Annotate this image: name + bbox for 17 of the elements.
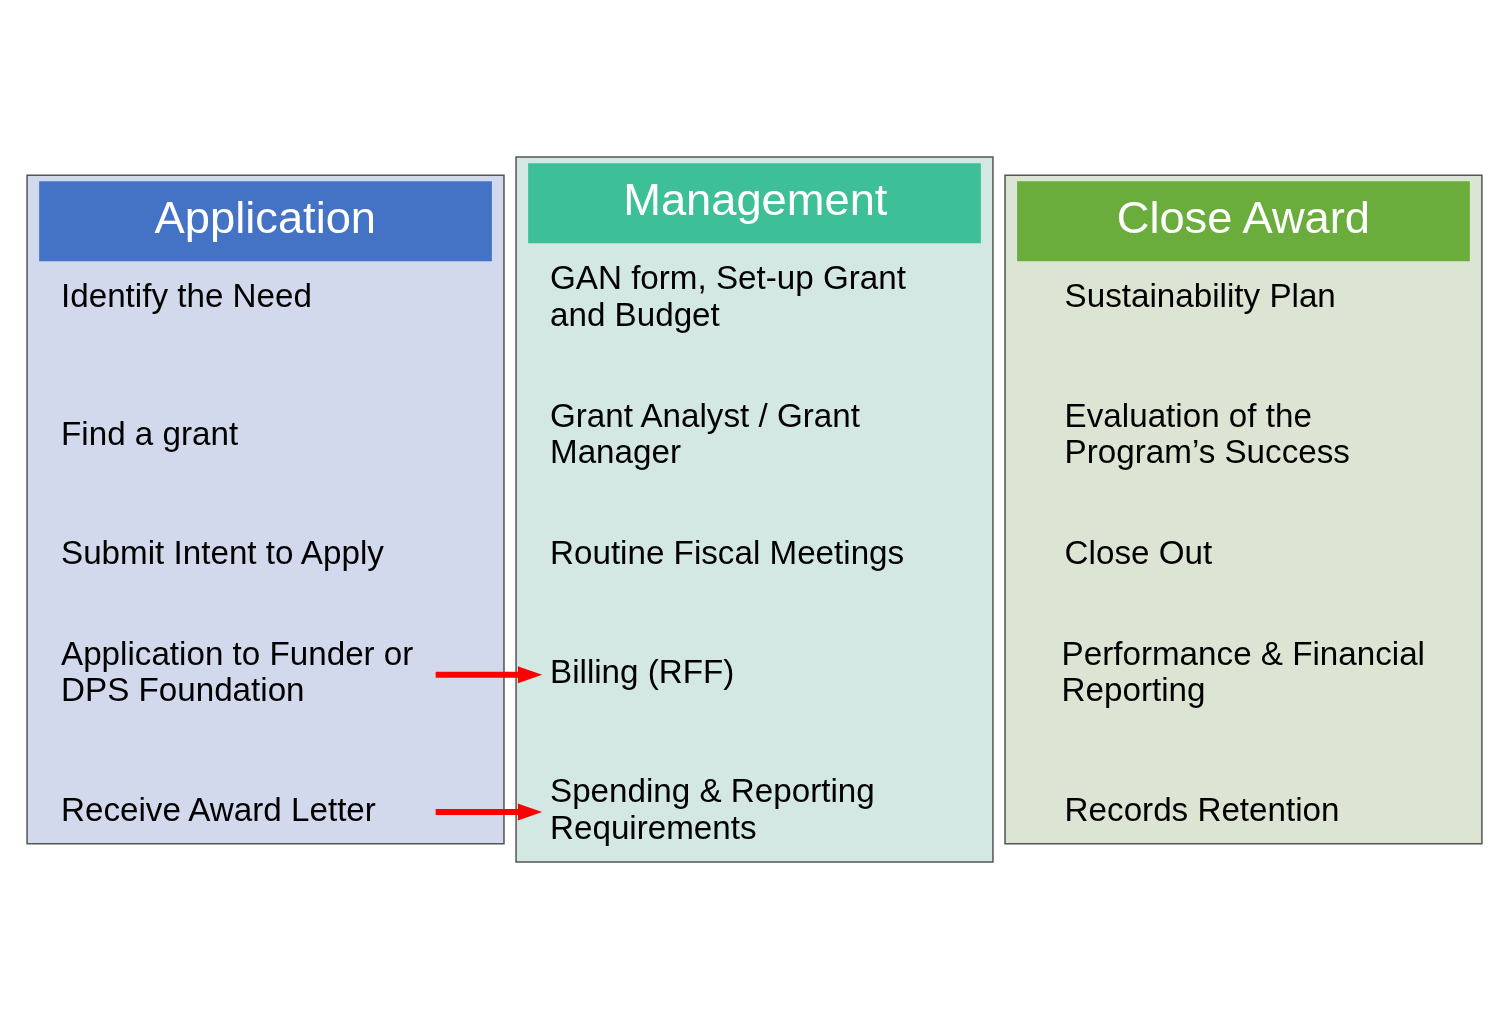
node-text: Sustainability Plan — [1064, 276, 1336, 314]
node-text: GAN form, Set-up Grant and Budget — [550, 258, 906, 333]
node-text: Spending & Reporting Requirements — [550, 771, 875, 846]
arrow — [435, 803, 543, 821]
node-text: Identify the Need — [61, 276, 312, 314]
node-text: Grant Analyst / Grant Manager — [550, 396, 860, 470]
node-text: Performance & Financial Reporting — [1061, 634, 1426, 708]
node-text: Billing (RFF) — [550, 652, 735, 690]
arrow — [435, 665, 543, 683]
node-text: Receive Award Letter — [61, 790, 376, 828]
node-text: Find a grant — [61, 414, 239, 452]
node-text: Routine Fiscal Meetings — [550, 533, 905, 571]
node-text: Application to Funder or DPS Foundation — [61, 634, 414, 708]
node-text: Submit Intent to Apply — [61, 533, 384, 571]
node-text: Evaluation of the Program’s Success — [1064, 396, 1350, 470]
node-text: Records Retention — [1064, 790, 1340, 828]
node-text: Close Out — [1064, 533, 1213, 571]
